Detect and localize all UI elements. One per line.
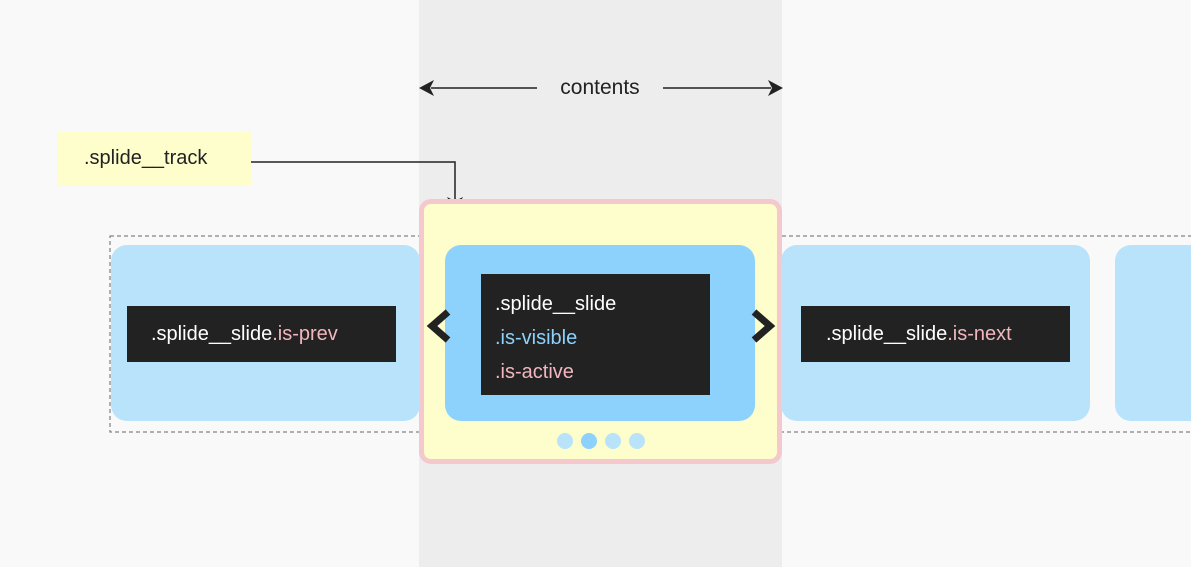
slide-current-active-class: .is-active: [495, 361, 574, 383]
chevron-left-icon[interactable]: [424, 306, 456, 346]
slide-far: [1115, 245, 1191, 421]
slide-current-base-class: .splide__slide: [495, 293, 617, 315]
slide-next-modifier: .is-next: [947, 323, 1012, 345]
slide-prev-label: .splide__slide.is-prev: [127, 306, 396, 362]
chevron-right-icon[interactable]: [746, 306, 778, 346]
slide-prev-base-class: .splide__slide: [151, 323, 273, 345]
slide-next-base-class: .splide__slide: [826, 323, 948, 345]
pagination-dot[interactable]: [605, 433, 621, 449]
pagination-dot[interactable]: [629, 433, 645, 449]
contents-label: contents: [540, 74, 660, 102]
pagination-dot[interactable]: [557, 433, 573, 449]
slide-prev-modifier: .is-prev: [272, 323, 338, 345]
pagination-dot-active[interactable]: [581, 433, 597, 449]
slide-current-visible-class: .is-visible: [495, 327, 578, 349]
pagination: [555, 432, 655, 450]
track-label: .splide__track: [57, 131, 251, 186]
slide-next-label: .splide__slide.is-next: [801, 306, 1070, 362]
slide-current-label: .splide__slide .is-visible .is-active: [481, 274, 710, 395]
